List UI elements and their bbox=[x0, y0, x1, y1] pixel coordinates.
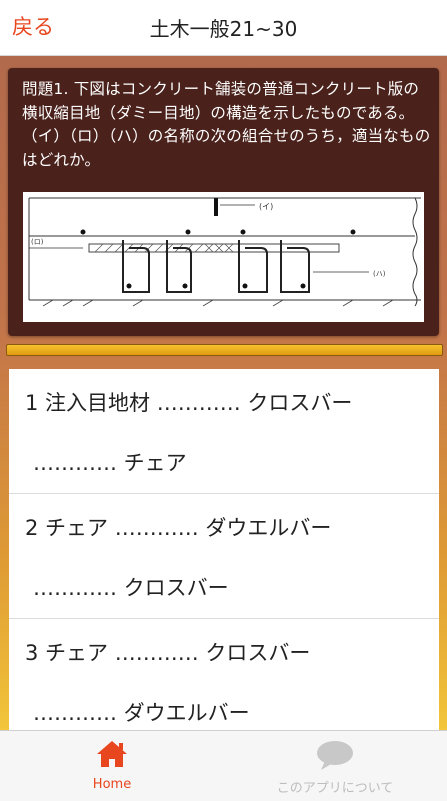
label-ha: (ハ) bbox=[373, 270, 386, 278]
question-card: 問題1. 下図はコンクリート舗装の普通コンクリート版の横収縮目地（ダミー目地）の… bbox=[8, 68, 439, 336]
answer-option-3-line2: ………… ダウエルバー bbox=[33, 701, 250, 725]
answer-option-2[interactable]: 2 チェア ………… ダウエルバー ………… クロスバー bbox=[9, 494, 439, 619]
answer-list: 1 注入目地材 ………… クロスバー ………… チェア 2 チェア ………… ダ… bbox=[9, 369, 439, 730]
speech-bubble-icon bbox=[315, 739, 355, 775]
answer-option-2-line1: 2 チェア ………… ダウエルバー bbox=[25, 516, 332, 540]
tab-about-label: このアプリについて bbox=[276, 781, 394, 796]
answer-option-1-line1: 1 注入目地材 ………… クロスバー bbox=[25, 391, 353, 415]
tab-home[interactable]: Home bbox=[0, 731, 224, 801]
answer-option-1[interactable]: 1 注入目地材 ………… クロスバー ………… チェア bbox=[9, 369, 439, 494]
answer-option-2-line2: ………… クロスバー bbox=[33, 576, 229, 600]
label-ro: (ロ) bbox=[31, 238, 44, 246]
tab-home-label: Home bbox=[92, 777, 132, 792]
joint-structure-figure: (イ) bbox=[23, 192, 424, 322]
page-title: 土木一般21~30 bbox=[149, 17, 298, 41]
question-text: 問題1. 下図はコンクリート舗装の普通コンクリート版の横収縮目地（ダミー目地）の… bbox=[22, 80, 431, 169]
home-icon bbox=[95, 739, 129, 773]
label-i: (イ) bbox=[259, 202, 273, 211]
joint-diagram-svg: (イ) bbox=[28, 197, 421, 307]
answer-option-1-line2: ………… チェア bbox=[33, 451, 187, 475]
progress-divider-bar bbox=[6, 344, 443, 356]
answer-option-3-line1: 3 チェア ………… クロスバー bbox=[25, 641, 311, 665]
main-content: 問題1. 下図はコンクリート舗装の普通コンクリート版の横収縮目地（ダミー目地）の… bbox=[0, 56, 447, 730]
back-button[interactable]: 戻る bbox=[12, 15, 54, 39]
answer-option-3[interactable]: 3 チェア ………… クロスバー ………… ダウエルバー bbox=[9, 619, 439, 730]
bottom-tab-bar: Home このアプリについて bbox=[0, 730, 447, 801]
tab-about[interactable]: このアプリについて bbox=[223, 731, 447, 801]
app-header: 戻る 土木一般21~30 bbox=[0, 0, 447, 56]
